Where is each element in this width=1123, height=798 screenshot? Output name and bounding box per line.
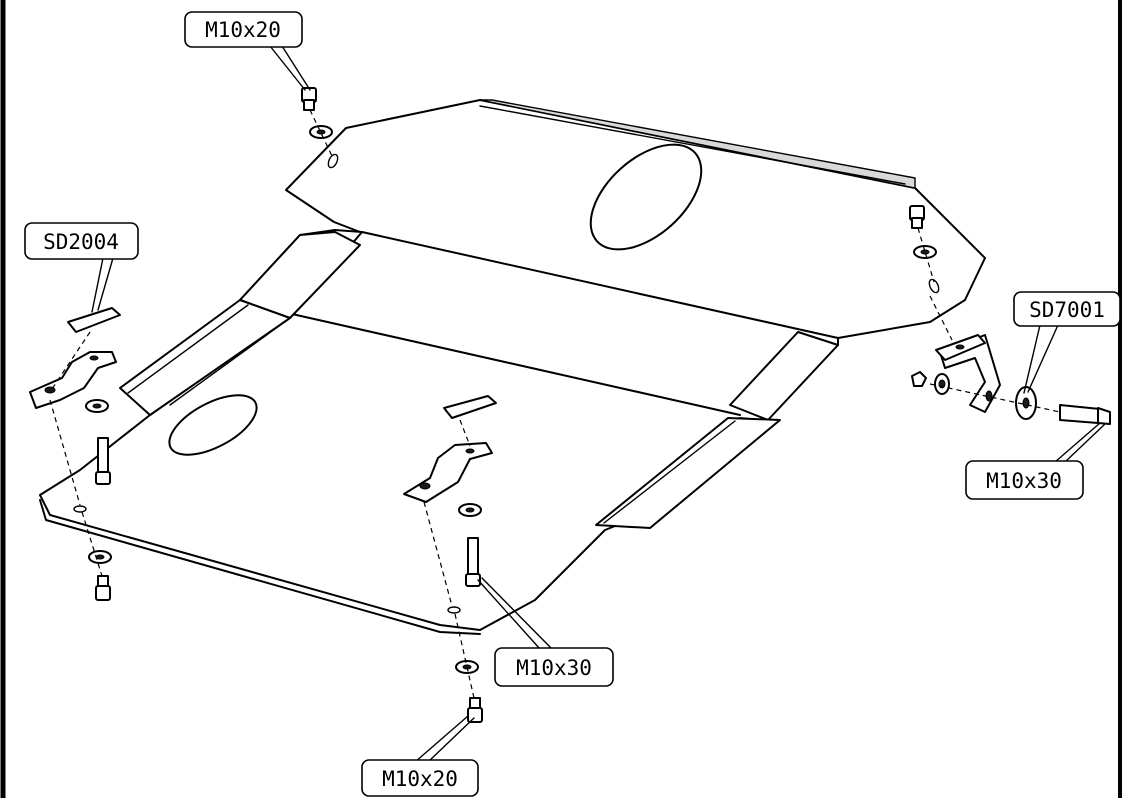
lower-plate — [39, 229, 839, 635]
left-bracket-assembly — [29, 307, 121, 601]
center-bracket-assembly — [403, 395, 497, 723]
upper-plate — [285, 99, 986, 339]
callout-bolt-center-label: M10x30 — [516, 656, 592, 680]
callout-bolt-right: M10x30 — [965, 422, 1106, 500]
callout-bolt-bottom-label: M10x20 — [382, 767, 458, 791]
callout-spacer-left-label: SD2004 — [43, 230, 119, 254]
callout-bracket-right: SD7001 — [1013, 291, 1121, 394]
callout-bolt-center: M10x30 — [477, 577, 614, 687]
callout-bracket-right-label: SD7001 — [1029, 298, 1105, 322]
lower-plate-slot — [168, 394, 258, 456]
callout-bolt-top-label: M10x20 — [205, 18, 281, 42]
right-upper-bolt — [909, 205, 937, 283]
callout-bolt-bottom: M10x20 — [361, 715, 479, 797]
callout-bolt-top: M10x20 — [184, 11, 311, 91]
callout-spacer-left: SD2004 — [24, 222, 139, 313]
callout-bolt-right-label: M10x30 — [986, 469, 1062, 493]
upper-plate-slot — [589, 143, 703, 251]
